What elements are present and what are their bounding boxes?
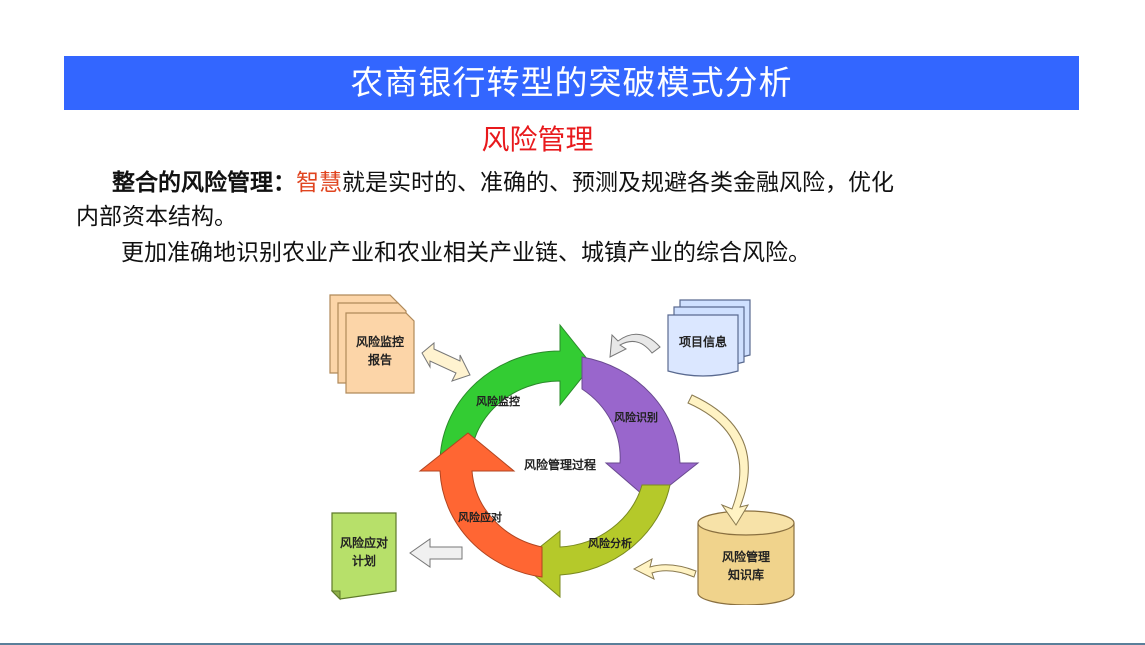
plan-doc-line1: 风险应对 — [340, 535, 388, 550]
cycle-label-monitor: 风险监控 — [476, 394, 520, 408]
db-analyze-arrow — [632, 558, 697, 580]
paragraph-rest-line2: 内部资本结构。 — [76, 204, 237, 230]
cycle-center-label: 风险管理过程 — [524, 457, 596, 472]
project-curve-arrow — [609, 333, 661, 358]
paragraph-identify: 更加准确地识别农业产业和农业相关产业链、城镇产业的综合风险。 — [76, 236, 1106, 270]
response-plan-document: 风险应对 计划 — [330, 512, 397, 601]
paragraph-integrated-risk: 整合的风险管理：智慧就是实时的、准确的、预测及规避各类金融风险，优化 内部资本结… — [76, 166, 1106, 234]
report-doc-line2: 报告 — [368, 352, 392, 367]
risk-cycle: 风险监控 风险识别 风险分析 风险应对 风险管理过程 — [418, 323, 700, 599]
identify-db-arrow — [687, 394, 750, 526]
bottom-divider — [0, 643, 1145, 645]
subtitle-text: 风险管理 — [481, 123, 594, 156]
section-subtitle: 风险管理 — [0, 118, 1145, 158]
risk-report-document: 风险监控 报告 — [329, 294, 415, 394]
paragraph-highlight: 智慧 — [296, 170, 342, 196]
paragraph-rest-line1: 就是实时的、准确的、预测及规避各类金融风险，优化 — [342, 170, 894, 196]
project-info-document: 项目信息 — [667, 299, 751, 377]
risk-process-svg: 风险监控 报告 项目信息 风险监控 风险识别 风险分析 风险应对 — [329, 294, 795, 606]
db-line1: 风险管理 — [722, 549, 770, 564]
paragraph-lead: 整合的风险管理： — [112, 170, 296, 196]
cycle-label-analyze: 风险分析 — [588, 536, 632, 550]
project-doc-label: 项目信息 — [679, 334, 727, 349]
respond-plan-arrow — [409, 538, 463, 568]
title-bar: 农商银行转型的突破模式分析 — [64, 56, 1079, 110]
knowledge-database: 风险管理 知识库 — [697, 510, 795, 606]
plan-doc-line2: 计划 — [352, 553, 376, 568]
report-exchange-arrow — [421, 341, 471, 382]
cycle-label-respond: 风险应对 — [458, 510, 502, 524]
db-line2: 知识库 — [727, 567, 764, 582]
report-doc-line1: 风险监控 — [356, 334, 404, 349]
cycle-label-identify: 风险识别 — [614, 410, 658, 424]
risk-process-diagram: 风险监控 报告 项目信息 风险监控 风险识别 风险分析 风险应对 — [320, 285, 800, 606]
paragraph-identify-text: 更加准确地识别农业产业和农业相关产业链、城镇产业的综合风险。 — [121, 240, 811, 266]
page-title: 农商银行转型的突破模式分析 — [350, 63, 793, 102]
